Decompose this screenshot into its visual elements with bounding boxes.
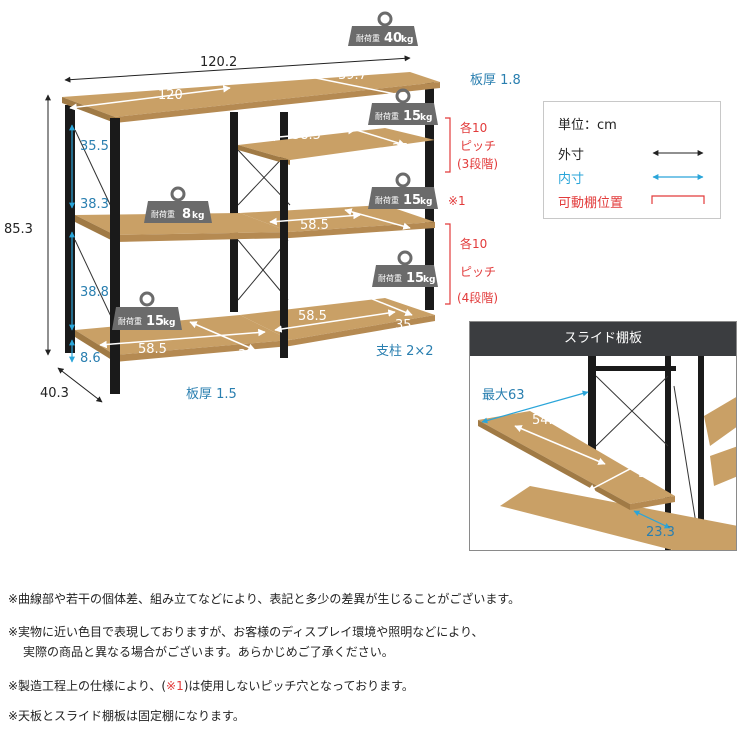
weight-lowright-unit: kg <box>423 275 435 285</box>
dim-shelf-width-middle: 58.5 <box>300 218 329 233</box>
legend-outer-label: 外寸 <box>558 148 585 163</box>
weight-midleft-value: 8 <box>182 207 191 222</box>
weight-upper-unit: kg <box>420 113 432 123</box>
weight-top-prefix: 耐荷重 <box>356 33 380 43</box>
note-3-part1: ※製造工程上の仕様により、( <box>8 679 167 693</box>
dim-gap-c: 38.8 <box>80 285 109 300</box>
inset-depth-label: 39 <box>638 466 655 481</box>
weight-midleft-unit: kg <box>192 211 204 221</box>
weight-badge-upper <box>368 88 438 125</box>
pitch-lower-line3: (4段階) <box>457 290 498 305</box>
pitch-marker: ※1 <box>448 194 466 208</box>
dim-depth-top: 39.7 <box>338 68 367 83</box>
weight-badge-bottom-left <box>112 291 182 330</box>
weight-bottom-unit: kg <box>163 318 175 328</box>
weight-bottom-value: 15 <box>146 314 164 329</box>
slide-shelf-diagram: 最大63 54.7 39 23.3 <box>478 356 736 550</box>
legend-inner-arrow-icon <box>652 174 704 180</box>
inset-title: スライド棚板 <box>470 322 736 356</box>
weight-upper-value: 15 <box>403 109 421 124</box>
weight-lowright-value: 15 <box>406 271 424 286</box>
dim-depth: 40.3 <box>40 386 69 401</box>
weight-midright-unit: kg <box>420 197 432 207</box>
pitch-upper-line2: ピッチ <box>460 139 496 153</box>
pitch-lower-line2: ピッチ <box>460 265 496 279</box>
dim-total-width: 120.2 <box>200 55 237 70</box>
inset-slide-label: 23.3 <box>646 525 675 540</box>
pitch-upper-line1: 各10 <box>460 120 487 135</box>
pitch-upper-line3: (3段階) <box>457 156 498 171</box>
shelf-middle-left <box>75 213 290 242</box>
weight-badge-lower-right <box>372 250 438 287</box>
weight-top-unit: kg <box>401 35 413 45</box>
legend-box: 単位：cm 外寸 内寸 可動棚位置 <box>543 101 721 219</box>
inner-dimension-arrows <box>69 71 413 351</box>
note-3-marker: ※1 <box>166 679 184 693</box>
dim-shelf-depth-bottom: 35 <box>238 348 255 363</box>
legend-adjustable-label: 可動棚位置 <box>558 196 624 211</box>
dim-shelf-thickness: 板厚 1.5 <box>186 387 237 402</box>
weight-lowright-prefix: 耐荷重 <box>378 273 402 283</box>
dim-height: 85.3 <box>4 222 33 237</box>
weight-badge-middle-left <box>144 186 212 223</box>
note-3-part2: )は使用しないピッチ穴となっております。 <box>183 679 414 693</box>
inset-max-label: 最大63 <box>482 388 525 403</box>
legend-title: 単位：cm <box>558 118 617 133</box>
dim-shelf-width-lowright: 58.5 <box>298 309 327 324</box>
inset-width-label: 54.7 <box>532 413 561 428</box>
dim-shelf-depth-upper: 35 <box>392 142 409 157</box>
note-2b: 実際の商品と異なる場合がございます。あらかじめご了承ください。 <box>23 645 394 659</box>
dim-top-thickness: 板厚 1.8 <box>470 73 521 88</box>
slide-shelf-inset: スライド棚板 最大63 54 <box>469 321 737 551</box>
weight-top-value: 40 <box>384 31 402 46</box>
weight-midright-value: 15 <box>403 193 421 208</box>
legend-outer-arrow-icon <box>652 150 704 156</box>
dim-post: 支柱 2×2 <box>376 344 434 359</box>
dim-gap-b: 38.3 <box>80 197 109 212</box>
weight-bottom-prefix: 耐荷重 <box>118 316 142 326</box>
pitch-lower-line1: 各10 <box>460 236 487 251</box>
dim-gap-d: 8.6 <box>80 351 101 366</box>
outer-dimension-arrows <box>45 55 411 403</box>
note-4: ※天板とスライド棚板は固定棚になります。 <box>8 709 245 723</box>
dim-inner-width: 120 <box>158 88 183 103</box>
legend-adjustable-bracket-icon <box>651 195 705 204</box>
frame-front-posts <box>110 118 288 394</box>
note-3: ※製造工程上の仕様により、(※1)は使用しないピッチ穴となっております。 <box>8 677 414 694</box>
dim-shelf-depth-middle: 35 <box>393 230 410 245</box>
dim-gap-a: 35.5 <box>80 139 109 154</box>
weight-badge-middle-right <box>368 172 438 209</box>
dim-shelf-width-bottom: 58.5 <box>138 342 167 357</box>
legend-inner-label: 内寸 <box>558 172 585 187</box>
weight-midright-prefix: 耐荷重 <box>375 195 399 205</box>
note-1: ※曲線部や若干の個体差、組み立てなどにより、表記と多少の差異が生じることがござい… <box>8 592 521 606</box>
weight-upper-prefix: 耐荷重 <box>375 111 399 121</box>
adjustable-brackets <box>445 117 451 305</box>
dim-shelf-depth-lowright: 35 <box>395 318 412 333</box>
weight-midleft-prefix: 耐荷重 <box>151 209 175 219</box>
note-2a: ※実物に近い色目で表現しておりますが、お客様のディスプレイ環境や照明などにより、 <box>8 625 484 639</box>
shelf-diagram: 耐荷重 40 kg 耐荷重 15 kg 耐荷重 15 kg 耐荷重 8 kg 耐… <box>4 11 521 403</box>
weight-badge-top <box>348 11 418 46</box>
dim-shelf-width-upper: 58.5 <box>292 128 321 143</box>
